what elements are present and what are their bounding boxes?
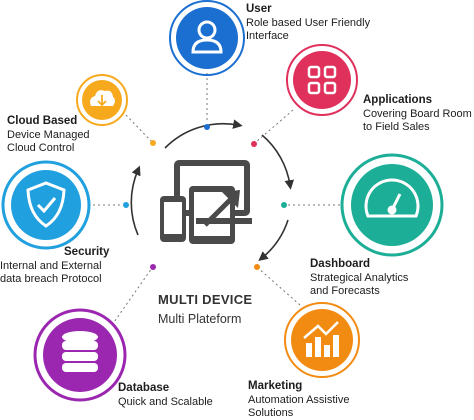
cycle-ring [130, 119, 295, 262]
connectors [88, 73, 340, 326]
label-marketing-desc-2: Solutions [248, 407, 294, 419]
label-user-desc-1: Role based User Friendly [246, 17, 371, 29]
label-dashboard: Dashboard Strategical Analytics and Fore… [310, 258, 408, 298]
label-cloud-title: Cloud Based [7, 115, 78, 127]
center-title: MULTI DEVICE [158, 292, 253, 307]
label-dashboard-title: Dashboard [310, 258, 371, 270]
apps-grid-icon [307, 65, 337, 95]
multi-device-icon [160, 160, 252, 244]
label-security-desc-2: data breach Protocol [0, 273, 102, 285]
label-cloud-desc-2: Cloud Control [7, 142, 75, 154]
cloud-download-icon [90, 90, 115, 107]
connector-dots [123, 124, 287, 270]
center-subtitle: Multi Plateform [158, 312, 242, 326]
node-applications [286, 44, 358, 116]
label-marketing: Marketing Automation Assistive Solutions [248, 380, 350, 420]
label-database-title: Database [118, 382, 170, 394]
database-icon [62, 331, 98, 372]
node-database [33, 308, 127, 402]
label-user-desc-2: Interface [246, 30, 289, 42]
label-dashboard-desc-1: Strategical Analytics [310, 272, 409, 284]
shield-icon [26, 181, 66, 228]
user-icon [191, 20, 223, 54]
label-applications: Applications Covering Board Room to Fiel… [363, 94, 472, 134]
label-user-title: User [246, 3, 272, 15]
label-applications-title: Applications [363, 94, 433, 106]
label-user: User Role based User Friendly Interface [246, 3, 370, 43]
label-security-title: Security [64, 246, 110, 258]
label-security: Security Internal and External data brea… [0, 246, 109, 286]
label-marketing-title: Marketing [248, 380, 303, 392]
label-applications-desc-2: to Field Sales [363, 121, 430, 133]
label-cloud-desc-1: Device Managed [7, 129, 90, 141]
node-user [169, 0, 245, 76]
label-cloud: Cloud Based Device Managed Cloud Control [7, 115, 90, 155]
node-dashboard [340, 153, 444, 257]
label-database: Database Quick and Scalable [118, 382, 213, 409]
label-applications-desc-1: Covering Board Room [363, 108, 472, 120]
label-marketing-desc-1: Automation Assistive [248, 394, 350, 406]
gauge-icon [364, 178, 420, 218]
label-database-desc-1: Quick and Scalable [118, 396, 213, 408]
node-cloud [76, 74, 128, 126]
label-dashboard-desc-2: and Forecasts [310, 285, 380, 297]
node-security [1, 160, 91, 250]
label-security-desc-1: Internal and External [0, 260, 102, 272]
node-marketing [284, 302, 360, 378]
chart-icon [303, 321, 339, 357]
